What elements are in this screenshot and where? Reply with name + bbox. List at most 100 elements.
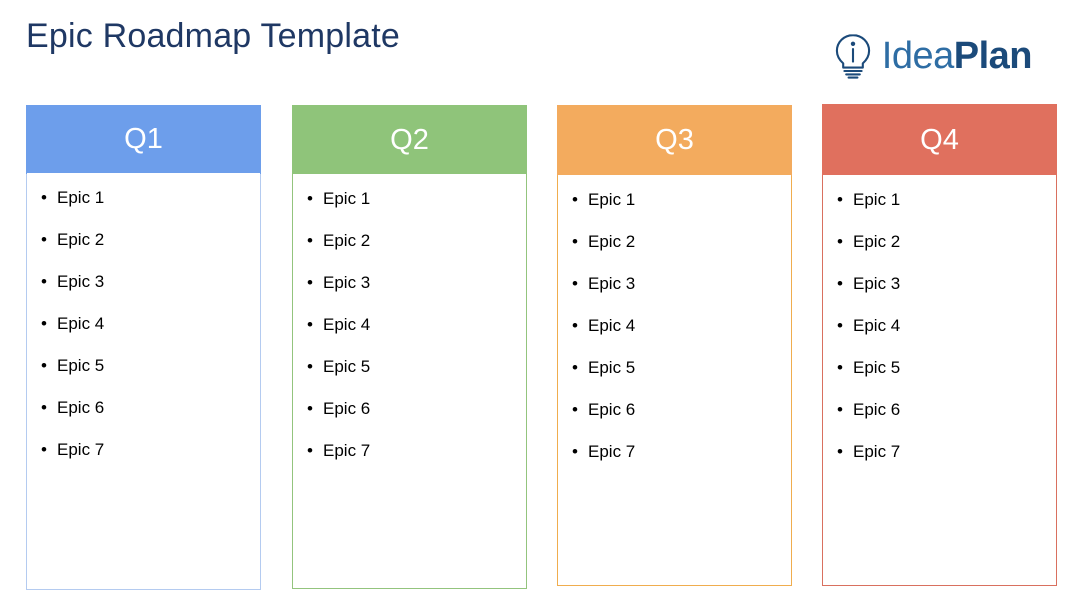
- column-header-label-q3: Q3: [655, 124, 694, 156]
- list-item-label: Epic 3: [323, 273, 371, 292]
- page-title: Epic Roadmap Template: [26, 17, 400, 55]
- bullet-icon: •: [307, 231, 313, 250]
- list-item-label: Epic 7: [57, 440, 105, 459]
- list-item-label: Epic 5: [853, 358, 901, 377]
- list-item[interactable]: • Epic 3: [823, 275, 1056, 292]
- column-header-q1: Q1: [26, 105, 261, 174]
- list-item[interactable]: •Epic 7: [27, 441, 260, 458]
- bullet-icon: •: [41, 314, 47, 333]
- bullet-icon: •: [837, 358, 843, 377]
- list-item[interactable]: •Epic 4: [27, 315, 260, 332]
- list-item[interactable]: • Epic 4: [558, 317, 791, 334]
- list-item-label: Epic 3: [853, 274, 901, 293]
- list-item[interactable]: • Epic 6: [823, 401, 1056, 418]
- list-item-label: Epic 2: [57, 230, 105, 249]
- list-item[interactable]: • Epic 4: [823, 317, 1056, 334]
- list-item-label: Epic 5: [57, 356, 105, 375]
- list-item-label: Epic 6: [853, 400, 901, 419]
- bullet-icon: •: [41, 188, 47, 207]
- bullet-icon: •: [307, 399, 313, 418]
- list-item[interactable]: • Epic 6: [293, 400, 526, 417]
- column-body-q2: •Epic 1 •Epic 2 •Epic 3 •Epic 4 •Epic 5 …: [293, 174, 526, 588]
- bullet-icon: •: [572, 442, 578, 461]
- bullet-icon: •: [572, 400, 578, 419]
- bullet-icon: •: [41, 356, 47, 375]
- list-item[interactable]: • Epic 5: [823, 359, 1056, 376]
- roadmap-column-q2[interactable]: Q2 •Epic 1 •Epic 2 •Epic 3 •Epic 4 •Epic…: [292, 105, 527, 589]
- list-item[interactable]: • Epic 7: [823, 443, 1056, 460]
- list-item[interactable]: • Epic 7: [293, 442, 526, 459]
- column-body-q1: •Epic 1 •Epic 2 •Epic 3 •Epic 4 •Epic 5 …: [27, 173, 260, 589]
- epic-list-q4: •Epic 1 •Epic 2 •Epic 3 •Epic 4 •Epic 5 …: [823, 191, 1056, 460]
- list-item-label: Epic 4: [853, 316, 901, 335]
- bullet-icon: •: [572, 316, 578, 335]
- list-item[interactable]: • Epic 5: [558, 359, 791, 376]
- list-item-label: Epic 4: [588, 316, 636, 335]
- bullet-icon: •: [837, 232, 843, 251]
- list-item-label: Epic 6: [57, 398, 105, 417]
- column-header-q4: Q4: [822, 104, 1057, 176]
- bullet-icon: •: [307, 273, 313, 292]
- brand-wordmark-plan: Plan: [953, 35, 1033, 77]
- list-item[interactable]: •Epic 2: [27, 231, 260, 248]
- list-item-label: Epic 5: [588, 358, 636, 377]
- bullet-icon: •: [572, 190, 578, 209]
- bullet-icon: •: [837, 274, 843, 293]
- list-item-label: Epic 7: [853, 442, 901, 461]
- list-item[interactable]: •Epic 6: [27, 399, 260, 416]
- list-item-label: Epic 1: [853, 190, 901, 209]
- brand-wordmark-idea: Idea: [881, 35, 954, 77]
- list-item[interactable]: •Epic 1: [27, 189, 260, 206]
- list-item[interactable]: • Epic 2: [293, 232, 526, 249]
- list-item[interactable]: • Epic 3: [558, 275, 791, 292]
- epic-list-q2: •Epic 1 •Epic 2 •Epic 3 •Epic 4 •Epic 5 …: [293, 190, 526, 459]
- list-item[interactable]: • Epic 1: [823, 191, 1056, 208]
- slide-header: Epic Roadmap Template IdeaPlan: [0, 0, 1080, 100]
- list-item[interactable]: • Epic 2: [823, 233, 1056, 250]
- list-item[interactable]: • Epic 3: [27, 273, 260, 290]
- list-item[interactable]: • Epic 5: [27, 357, 260, 374]
- list-item[interactable]: •Epic 1: [558, 191, 791, 208]
- list-item-label: Epic 7: [323, 441, 371, 460]
- list-item[interactable]: •Epic 1: [293, 190, 526, 207]
- bullet-icon: •: [307, 357, 313, 376]
- roadmap-column-q1[interactable]: Q1 •Epic 1 •Epic 2 •Epic 3 •Epic 4 •Epic…: [26, 105, 261, 590]
- list-item-label: Epic 7: [588, 442, 636, 461]
- roadmap-column-q4[interactable]: Q4 • Epic 1 • Epic 2 • Epic 3 • Epic 4 • Epic…: [822, 104, 1057, 586]
- column-header-q3: Q3: [557, 105, 792, 176]
- bullet-icon: •: [837, 400, 843, 419]
- list-item-label: Epic 4: [323, 315, 371, 334]
- lightbulb-idea-icon: [831, 32, 875, 80]
- epic-list-q1: •Epic 1 •Epic 2 •Epic 3 •Epic 4 •Epic 5 …: [27, 189, 260, 458]
- list-item-label: Epic 6: [588, 400, 636, 419]
- roadmap-column-q3[interactable]: Q3 •Epic 1 •Epic 2 •Epic 3 •Epic 4 •Epic…: [557, 105, 792, 586]
- list-item[interactable]: • Epic 4: [293, 316, 526, 333]
- list-item[interactable]: • Epic 6: [558, 401, 791, 418]
- list-item[interactable]: • Epic 7: [558, 443, 791, 460]
- bullet-icon: •: [837, 190, 843, 209]
- bullet-icon: •: [837, 316, 843, 335]
- list-item[interactable]: • Epic 3: [293, 274, 526, 291]
- bullet-icon: •: [837, 442, 843, 461]
- bullet-icon: •: [572, 358, 578, 377]
- column-body-q4: •Epic 1 •Epic 2 •Epic 3 •Epic 4 •Epic 5 …: [823, 175, 1056, 585]
- bullet-icon: •: [572, 274, 578, 293]
- bullet-icon: •: [307, 441, 313, 460]
- list-item-label: Epic 2: [853, 232, 901, 251]
- list-item-label: Epic 3: [57, 272, 105, 291]
- list-item-label: Epic 2: [588, 232, 636, 251]
- list-item[interactable]: •Epic 5: [293, 358, 526, 375]
- column-header-label-q4: Q4: [920, 123, 959, 156]
- bullet-icon: •: [307, 315, 313, 334]
- list-item-label: Epic 3: [588, 274, 636, 293]
- column-header-q2: Q2: [292, 105, 527, 175]
- list-item[interactable]: •Epic 2: [558, 233, 791, 250]
- column-header-label-q2: Q2: [390, 123, 429, 156]
- list-item-label: Epic 6: [323, 399, 371, 418]
- column-header-label-q1: Q1: [124, 123, 163, 155]
- brand-logo: IdeaPlan: [831, 32, 1033, 80]
- list-item-label: Epic 2: [323, 231, 371, 250]
- brand-wordmark: IdeaPlan: [881, 35, 1033, 77]
- list-item-label: Epic 1: [323, 189, 371, 208]
- bullet-icon: •: [41, 272, 47, 291]
